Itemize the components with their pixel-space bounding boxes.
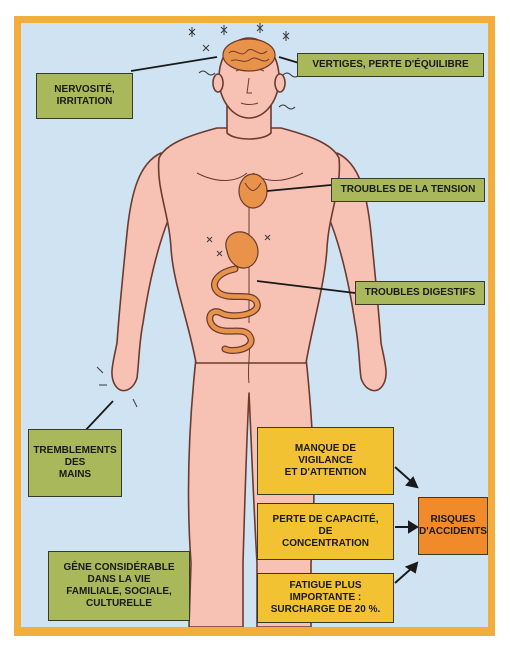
risk-arrows: [395, 467, 417, 583]
label-tremblements: Tremblements des mains: [28, 429, 122, 497]
heart-icon: [239, 174, 267, 208]
poster-border: Nervosité, irritation Vertiges, perte d'…: [14, 16, 495, 636]
label-gene: Gêne considérable dans la vie familiale,…: [48, 551, 190, 621]
label-digestifs: Troubles digestifs: [355, 281, 485, 305]
label-nervosite: Nervosité, irritation: [36, 73, 133, 119]
brain-icon: [223, 39, 275, 71]
poster-background: Nervosité, irritation Vertiges, perte d'…: [21, 23, 488, 627]
label-fatigue: Fatigue plus importante : surcharge de 2…: [257, 573, 394, 623]
label-vigilance: Manque de vigilance et d'attention: [257, 427, 394, 495]
label-vertiges: Vertiges, perte d'équilibre: [297, 53, 484, 77]
label-tension: Troubles de la tension: [331, 178, 485, 202]
label-concentration: Perte de capacité, de concentration: [257, 503, 394, 560]
label-risques: Risques d'accidents: [418, 497, 488, 555]
